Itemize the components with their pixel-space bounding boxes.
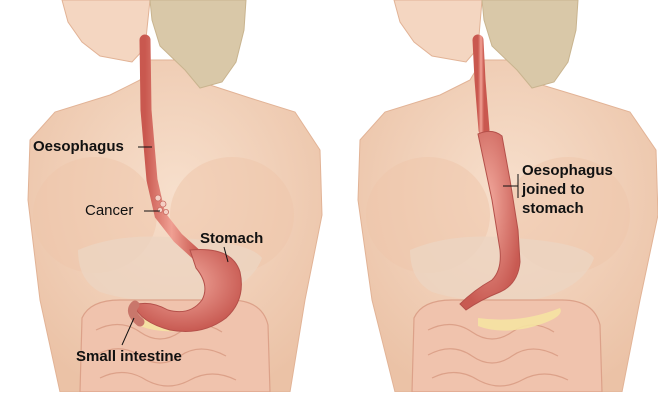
intestines-right	[412, 300, 602, 392]
face-right	[394, 0, 482, 62]
label-oesophagus-joined-line2: joined to	[522, 181, 585, 198]
label-oesophagus: Oesophagus	[33, 138, 124, 155]
label-small-intestine: Small intestine	[76, 348, 182, 365]
oesophagus-tube-right	[478, 40, 484, 130]
label-cancer: Cancer	[85, 202, 133, 219]
label-stomach: Stomach	[200, 230, 263, 247]
face-left	[62, 0, 150, 62]
label-oesophagus-joined-line3: stomach	[522, 200, 584, 217]
after-surgery-figure	[358, 0, 658, 392]
label-oesophagus-joined-line1: Oesophagus	[522, 162, 613, 179]
before-surgery-figure	[28, 0, 322, 392]
